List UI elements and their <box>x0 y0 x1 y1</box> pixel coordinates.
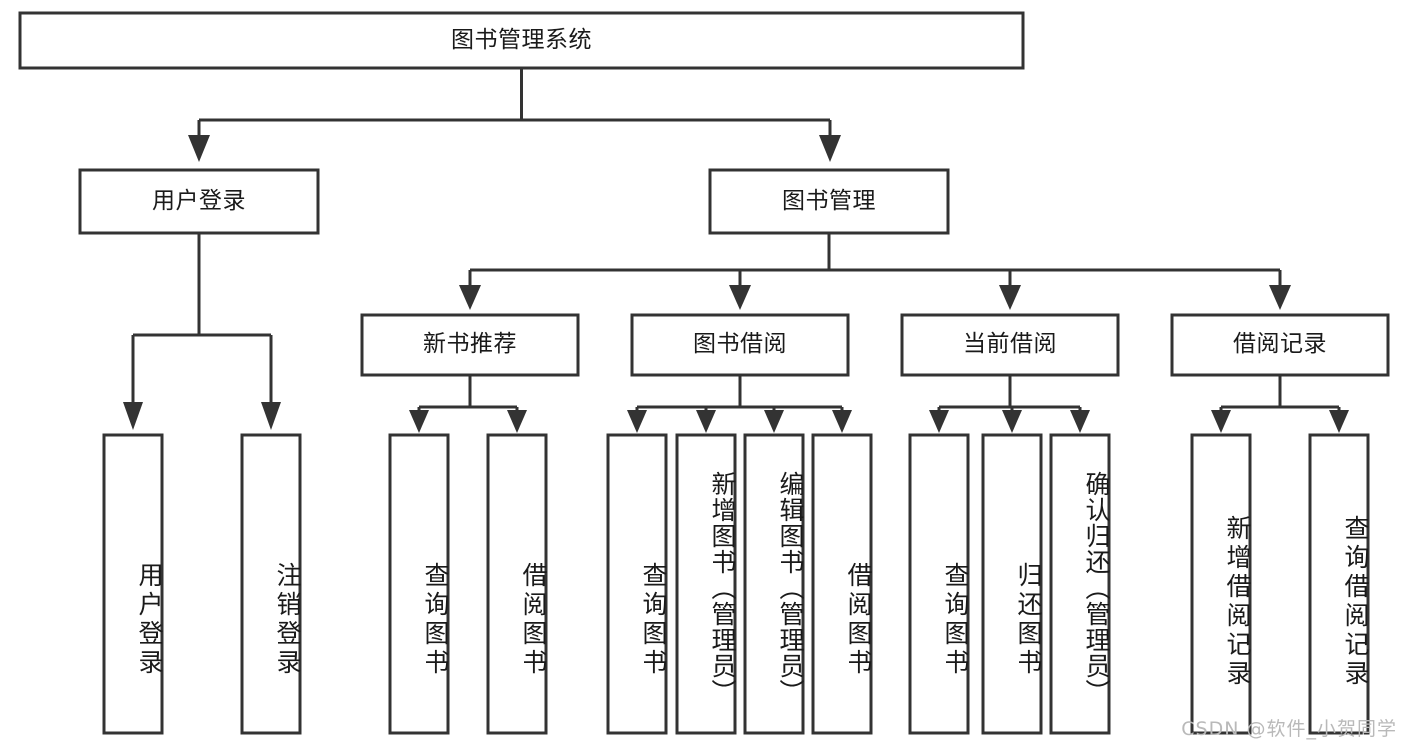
node-current-borrow[interactable] <box>900 313 1120 377</box>
node-leaf-query-book-recommend[interactable] <box>388 433 450 735</box>
node-book-manage[interactable] <box>708 168 950 235</box>
node-borrow-records[interactable] <box>1170 313 1390 377</box>
arrowhead-leaf-add-book <box>696 410 716 433</box>
arrowhead-new-book-recommend <box>459 285 481 310</box>
arrowhead-book-borrow <box>729 285 751 310</box>
node-leaf-query-book-current[interactable] <box>908 433 970 735</box>
node-new-book-recommend[interactable] <box>360 313 580 377</box>
arrowhead-leaf-query-borrow-record <box>1329 410 1349 433</box>
arrowhead-leaf-edit-book <box>764 410 784 433</box>
node-leaf-confirm-return[interactable] <box>1049 433 1111 735</box>
node-book-borrow[interactable] <box>630 313 850 377</box>
arrowhead-leaf-query-book-borrow <box>627 410 647 433</box>
node-user-login[interactable] <box>78 168 320 235</box>
node-leaf-query-book-borrow[interactable] <box>606 433 668 735</box>
arrowhead-leaf-user-logout <box>261 402 281 430</box>
node-leaf-return-book[interactable] <box>981 433 1043 735</box>
arrowhead-leaf-return-book <box>1002 410 1022 433</box>
arrowhead-leaf-query-book-current <box>929 410 949 433</box>
arrowhead-leaf-borrow-book-recommend <box>507 410 527 433</box>
arrowhead-leaf-borrow-book <box>832 410 852 433</box>
node-leaf-user-logout[interactable] <box>240 433 302 735</box>
arrowhead-current-borrow <box>999 285 1021 310</box>
node-root-book-management-system[interactable] <box>18 11 1025 70</box>
node-leaf-borrow-book[interactable] <box>811 433 873 735</box>
node-leaf-user-login[interactable] <box>102 433 164 735</box>
arrowhead-leaf-confirm-return <box>1070 410 1090 433</box>
csdn-watermark: CSDN @软件_小贺同学 <box>1181 718 1397 740</box>
arrowhead-borrow-records <box>1269 285 1291 310</box>
node-leaf-borrow-book-recommend[interactable] <box>486 433 548 735</box>
arrowhead-book-manage <box>819 135 841 162</box>
node-leaf-add-book[interactable] <box>675 433 737 735</box>
node-leaf-query-borrow-record[interactable] <box>1308 433 1370 735</box>
arrowhead-leaf-query-book-recommend <box>409 410 429 433</box>
node-leaf-edit-book[interactable] <box>743 433 805 735</box>
arrowhead-user-login <box>188 135 210 162</box>
arrowhead-leaf-add-borrow-record <box>1211 410 1231 433</box>
node-leaf-add-borrow-record[interactable] <box>1190 433 1252 735</box>
arrowhead-leaf-user-login <box>123 402 143 430</box>
